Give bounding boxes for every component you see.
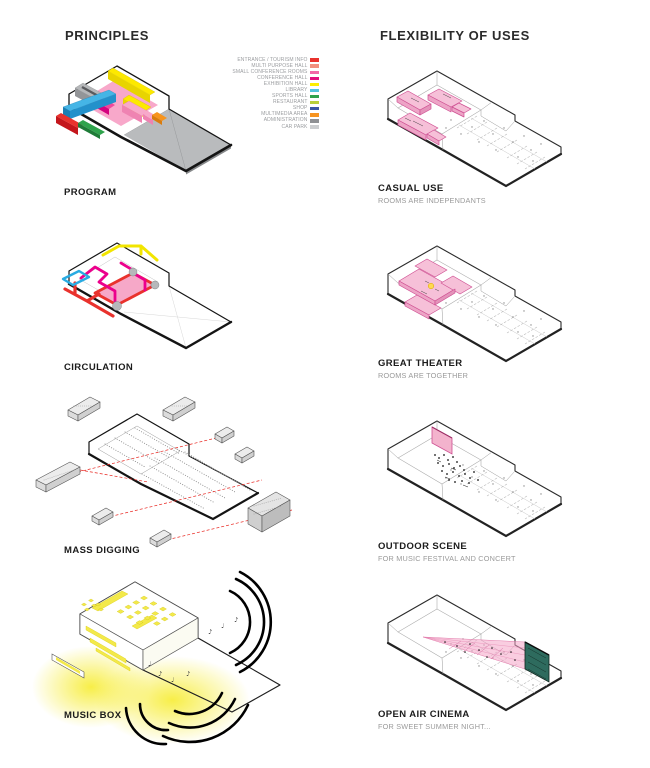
caption-great-theater-sublabel: ROOMS ARE TOGETHER (378, 370, 469, 380)
music-box-drawing: ♪ ♩ ♪ ♪ ♩ ♪ ♩ (51, 570, 281, 746)
svg-text:♩: ♩ (221, 622, 224, 630)
legend-label: MULTIMEDIA AREA (261, 111, 308, 118)
legend-color-chip (310, 76, 319, 81)
caption-mass-digging: MASS DIGGING (64, 545, 140, 556)
legend-color-chip (310, 125, 319, 129)
program-legend: ENTRANCE / TOURISM INFO MULTI PURPOSE HA… (231, 57, 319, 130)
caption-program: PROGRAM (64, 187, 116, 198)
svg-text:♪: ♪ (186, 670, 190, 678)
legend-color-chip (310, 113, 319, 117)
legend-color-chip (310, 88, 319, 93)
caption-music-box: MUSIC BOX (64, 710, 121, 721)
caption-outdoor-scene-label: OUTDOOR SCENE (378, 541, 468, 552)
legend-label: ADMINISTRATION (263, 117, 308, 124)
legend-color-chip (310, 64, 319, 68)
legend-row: CONFERENCE HALL (231, 75, 319, 81)
legend-color-chip (310, 94, 319, 99)
caption-outdoor-scene: OUTDOOR SCENE FOR MUSIC FESTIVAL AND CON… (378, 541, 516, 563)
glow-center (95, 656, 250, 744)
legend-label: LIBRARY (285, 87, 308, 94)
legend-label: MULTI PURPOSE HALL (251, 62, 308, 69)
legend-label: CAR PARK (281, 123, 308, 130)
caption-open-air-cinema-label: OPEN AIR CINEMA (378, 709, 470, 720)
legend-row: SHOP (231, 106, 319, 112)
legend-row: MULTIMEDIA AREA (231, 112, 319, 118)
legend-row: CAR PARK (231, 124, 319, 130)
svg-text:♩: ♩ (171, 676, 174, 684)
caption-outdoor-scene-sublabel: FOR MUSIC FESTIVAL AND CONCERT (378, 553, 516, 563)
sound-waves (124, 570, 273, 746)
legend-row: ENTRANCE / TOURISM INFO (231, 57, 319, 63)
legend-row: ADMINISTRATION (231, 118, 319, 124)
crowd-dots (434, 454, 479, 484)
great-theater-diagram (386, 244, 563, 363)
outdoor-scene-diagram (386, 419, 563, 538)
legend-row: EXHIBITION HALL (231, 81, 319, 87)
caption-casual-use-label: CASUAL USE (378, 183, 444, 194)
legend-color-chip (310, 107, 319, 111)
legend-row: MULTI PURPOSE HALL (231, 63, 319, 69)
circulation-diagram (61, 242, 233, 350)
legend-row: SPORTS HALL (231, 94, 319, 100)
caption-program-label: PROGRAM (64, 187, 117, 198)
music-notes: ♪ ♩ ♪ ♪ ♩ ♪ ♩ (148, 616, 238, 684)
svg-text:♩: ♩ (148, 660, 151, 668)
legend-label: RESTAURANT (272, 99, 308, 106)
legend-color-chip (310, 70, 319, 74)
svg-text:♪: ♪ (158, 670, 162, 678)
flexibility-header: FLEXIBILITY OF USES (380, 28, 530, 43)
legend-label: SHOP (292, 105, 308, 112)
caption-great-theater-label: GREAT THEATER (378, 358, 463, 369)
caption-great-theater: GREAT THEATER ROOMS ARE TOGETHER (378, 358, 468, 380)
music-box-diagram: ♪ ♩ ♪ ♪ ♩ ♪ ♩ (32, 570, 305, 752)
legend-color-chip (310, 82, 319, 87)
legend-label: SPORTS HALL (272, 93, 308, 100)
legend-color-chip (310, 119, 319, 123)
caption-casual-use: CASUAL USE ROOMS ARE INDEPENDANTS (378, 183, 486, 205)
caption-music-box-label: MUSIC BOX (64, 710, 122, 721)
legend-row: RESTAURANT (231, 100, 319, 106)
caption-circulation: CIRCULATION (64, 362, 133, 373)
program-diagram (56, 65, 233, 175)
legend-color-chip (310, 58, 319, 62)
caption-casual-use-sublabel: ROOMS ARE INDEPENDANTS (378, 195, 486, 205)
legend-label: CONFERENCE HALL (257, 74, 308, 81)
legend-label: EXHIBITION HALL (263, 80, 308, 87)
principles-header: PRINCIPLES (65, 28, 150, 43)
caption-open-air-cinema: OPEN AIR CINEMA FOR SWEET SUMMER NIGHT..… (378, 709, 491, 731)
casual-use-diagram (386, 69, 563, 188)
open-air-cinema-diagram (386, 593, 563, 712)
legend-label: SMALL CONFERENCE ROOMS (232, 68, 308, 75)
mass-digging-diagram (35, 396, 293, 548)
svg-text:♪: ♪ (208, 628, 212, 636)
legend-row: SMALL CONFERENCE ROOMS (231, 69, 319, 75)
caption-circulation-label: CIRCULATION (64, 362, 134, 373)
caption-mass-digging-label: MASS DIGGING (64, 545, 141, 556)
svg-text:♪: ♪ (234, 616, 238, 624)
legend-label: ENTRANCE / TOURISM INFO (237, 56, 308, 63)
legend-row: LIBRARY (231, 87, 319, 93)
caption-open-air-cinema-sublabel: FOR SWEET SUMMER NIGHT... (378, 721, 491, 731)
legend-color-chip (310, 101, 319, 105)
